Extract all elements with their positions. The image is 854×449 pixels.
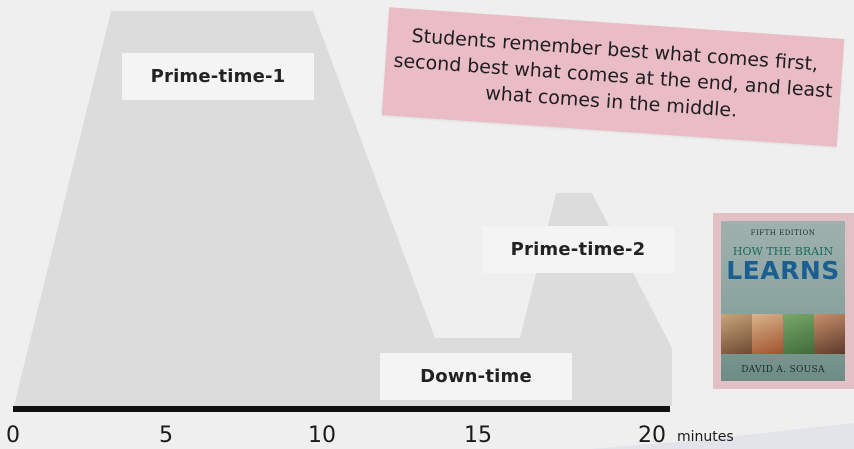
book-cover-art: FIFTH EDITION HOW THE BRAIN LEARNS DAVID…: [721, 221, 845, 381]
prime-time-2-label: Prime-time-2: [482, 226, 674, 273]
book-photo: [721, 314, 752, 354]
prime-time-1-text: Prime-time-1: [150, 66, 286, 87]
tick-label-20: 20: [638, 423, 666, 448]
tick-label-0: 0: [6, 423, 20, 448]
tick-label-15: 15: [464, 423, 492, 448]
prime-time-1-label: Prime-time-1: [122, 53, 314, 100]
time-axis: [13, 406, 670, 412]
down-time-label: Down-time: [380, 353, 572, 400]
book-title-line1: HOW THE BRAIN: [732, 245, 834, 258]
book-photo-strip: [721, 314, 845, 354]
book-photo: [752, 314, 783, 354]
sticky-note-text: Students remember best what comes first,…: [392, 24, 834, 122]
book-photo: [783, 314, 814, 354]
retention-area: [14, 11, 672, 406]
tick-label-10: 10: [308, 423, 336, 448]
book-cover: FIFTH EDITION HOW THE BRAIN LEARNS DAVID…: [713, 213, 854, 389]
down-time-text: Down-time: [420, 366, 532, 387]
book-edition: FIFTH EDITION: [750, 229, 816, 237]
book-photo: [814, 314, 845, 354]
axis-unit-label: minutes: [677, 429, 734, 445]
prime-time-2-text: Prime-time-2: [510, 239, 646, 260]
book-title-line2: LEARNS: [726, 256, 840, 285]
tick-label-5: 5: [159, 423, 173, 448]
book-author: DAVID A. SOUSA: [741, 365, 825, 375]
